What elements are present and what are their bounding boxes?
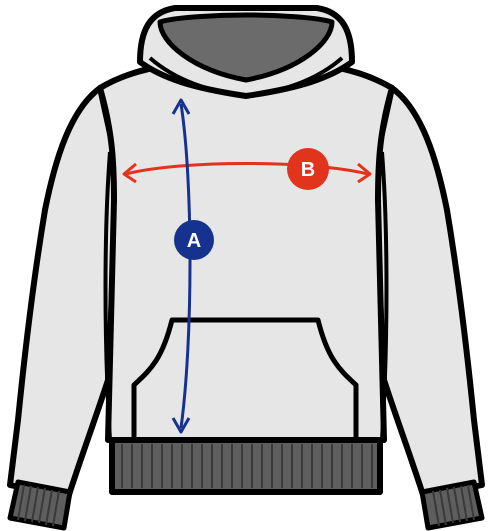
hood-fold-right — [245, 56, 344, 98]
right-cuff-ribbing — [432, 484, 475, 527]
measurement-a-bottom-arrowhead — [171, 417, 191, 434]
hood-opening — [157, 12, 335, 83]
left-sleeve — [7, 85, 121, 501]
measurement-b: B — [122, 148, 372, 190]
left-side-seam — [103, 151, 112, 441]
measurement-b-line — [125, 162, 369, 176]
measurement-b-marker — [287, 148, 329, 190]
hood-fold-left — [148, 56, 247, 98]
measurement-a-marker — [174, 220, 214, 260]
waistband-ribbing — [121, 444, 373, 488]
measurement-b-left-arrowhead — [122, 162, 137, 184]
measurement-a-line — [179, 103, 192, 429]
torso — [97, 58, 395, 443]
right-side-seam — [380, 151, 389, 441]
kangaroo-pocket — [131, 317, 359, 440]
measurement-b-label: B — [301, 159, 315, 181]
left-cuff-ribbing — [17, 484, 60, 527]
measurement-a-top-arrowhead — [171, 98, 191, 115]
measurement-b-right-arrowhead — [357, 162, 372, 184]
right-sleeve — [371, 85, 485, 501]
measurement-a: A — [171, 98, 214, 434]
measurement-a-label: A — [187, 230, 201, 252]
